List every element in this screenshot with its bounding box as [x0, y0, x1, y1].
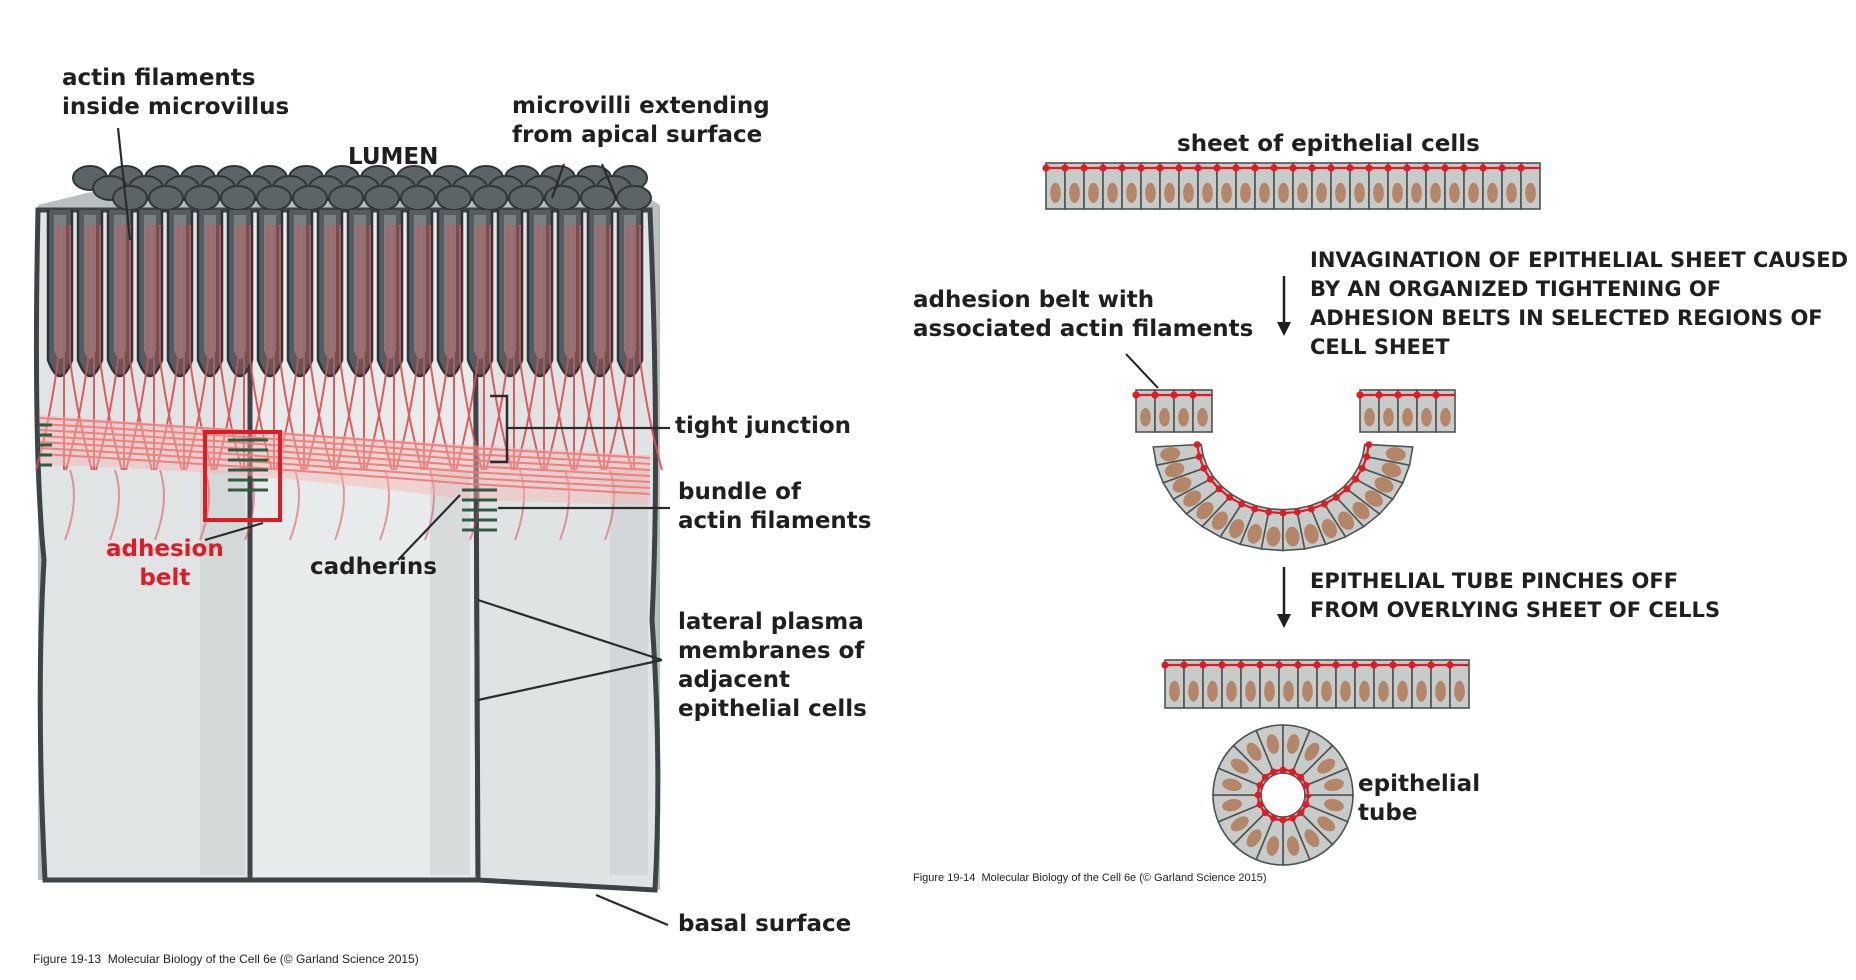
figure-caption-right: Figure 19-14 Molecular Biology of the Ce… [913, 872, 1267, 884]
invaginating-sheet [1132, 389, 1456, 552]
adhesion-belt-label: adhesion belt [106, 536, 224, 591]
arrow-down-icon [1277, 276, 1291, 336]
epithelial-sheet-label: sheet of epithelial cells [1177, 131, 1480, 157]
microvilli [46, 165, 652, 378]
arrow-down-icon [1277, 567, 1291, 628]
invagination-step-label: INVAGINATION OF EPITHELIAL SHEET CAUSED … [1310, 248, 1849, 359]
cadherins-label: cadherins [310, 554, 437, 580]
epithelial-tube-label: epithelial tube [1358, 771, 1481, 826]
adhesion-belt-leader [1125, 353, 1159, 389]
adhesion-belt-highlight [203, 430, 282, 522]
invagination-diagram [1042, 162, 1541, 866]
figure-caption-left: Figure 19-13 Molecular Biology of the Ce… [33, 952, 419, 966]
epithelial-tube [1212, 724, 1354, 866]
basal-surface-label: basal surface [678, 911, 852, 937]
pinch-off-step-label: EPITHELIAL TUBE PINCHES OFF FROM OVERLYI… [1310, 569, 1721, 622]
epithelial-cells-illustration [33, 127, 670, 927]
actin-filaments-label: actin filaments inside microvillus [62, 65, 290, 120]
actin-filaments [35, 225, 663, 541]
resealed-sheet [1161, 659, 1470, 709]
actin-bundle-label: bundle of actin filaments [678, 479, 872, 534]
lateral-membranes-label: lateral plasma membranes of adjacent epi… [678, 609, 867, 722]
tight-junction-label: tight junction [675, 413, 852, 439]
epithelial-sheet [1042, 162, 1541, 210]
adhesion-belt-actin-label: adhesion belt with associated actin fila… [913, 287, 1254, 342]
cadherin-junctions [38, 423, 497, 532]
lumen-label: LUMEN [348, 144, 439, 170]
leader-lines [116, 127, 670, 927]
microvilli-label: microvilli extending from apical surface [512, 93, 770, 148]
